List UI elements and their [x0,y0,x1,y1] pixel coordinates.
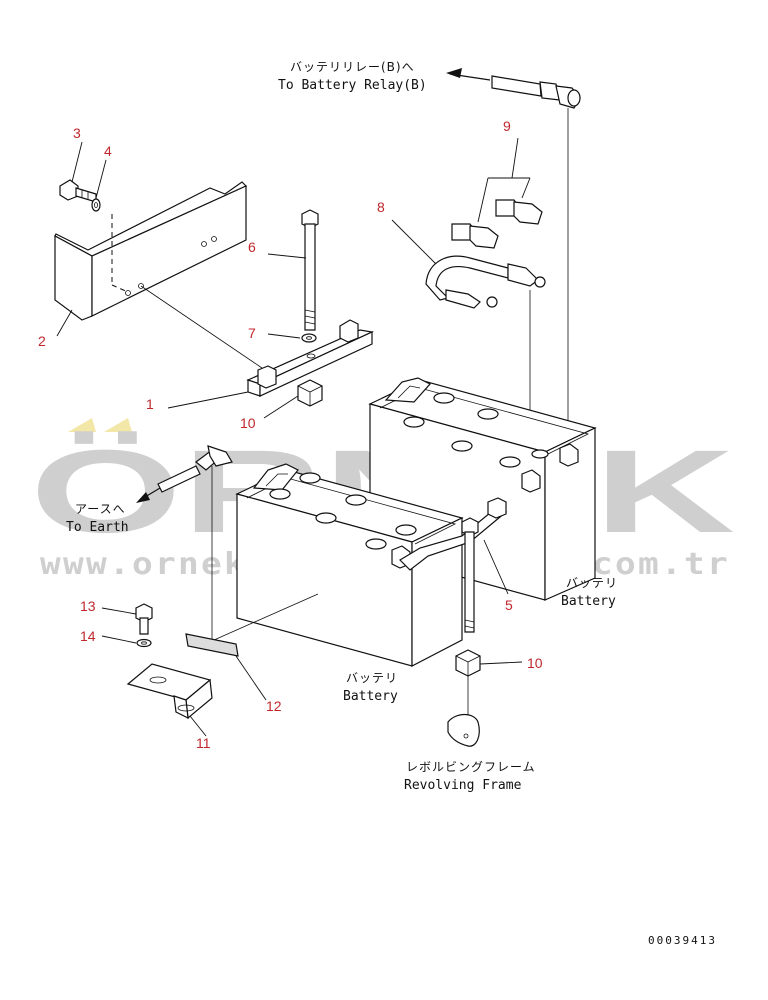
nut-10-upper [297,379,323,407]
cover-bracket [54,181,248,321]
frame-label-en: Revolving Frame [404,778,522,793]
callout-3: 3 [73,125,81,141]
frame-label-jp: レボルビングフレーム [406,760,536,774]
washer-14 [136,638,152,648]
callout-13: 13 [80,598,96,614]
callout-10b: 10 [527,655,543,671]
battery-right-label-jp: バッテリ [566,576,618,590]
relay-label-jp: バッテリリレー(B)へ [290,60,415,74]
bolt-3 [59,179,97,203]
nut-10-lower [455,649,481,677]
callout-14: 14 [80,628,96,644]
callout-5: 5 [505,597,513,613]
callout-7: 7 [248,325,256,341]
washer-7 [301,333,317,343]
rod-6 [301,209,319,331]
hold-down-bar-1 [246,319,375,397]
battery-left-label-en: Battery [343,689,398,704]
earth-cable [136,445,233,640]
pad-12 [185,633,239,657]
battery-right-label-en: Battery [561,594,616,609]
revolving-frame-mount [447,676,480,747]
callout-10a: 10 [240,415,256,431]
callout-6: 6 [248,239,256,255]
washer-4 [91,198,101,212]
terminal-caps-9 [451,199,543,249]
battery-left [235,463,508,667]
earth-label-en: To Earth [66,520,129,535]
leader-lines [56,137,531,737]
relay-cable [446,68,581,455]
callout-9: 9 [503,118,511,134]
bracket-11 [126,663,213,720]
callout-1: 1 [146,396,154,412]
bolt-13 [135,603,153,635]
callout-8: 8 [377,199,385,215]
callout-11: 11 [196,735,211,751]
document-number: 00039413 [648,934,717,947]
rod-5 [461,517,479,633]
battery-left-label-jp: バッテリ [346,671,398,685]
callout-4: 4 [104,143,112,159]
callout-12: 12 [266,698,282,714]
callout-2: 2 [38,333,46,349]
relay-label-en: To Battery Relay(B) [278,78,427,93]
earth-label-jp: アースへ [75,502,126,516]
